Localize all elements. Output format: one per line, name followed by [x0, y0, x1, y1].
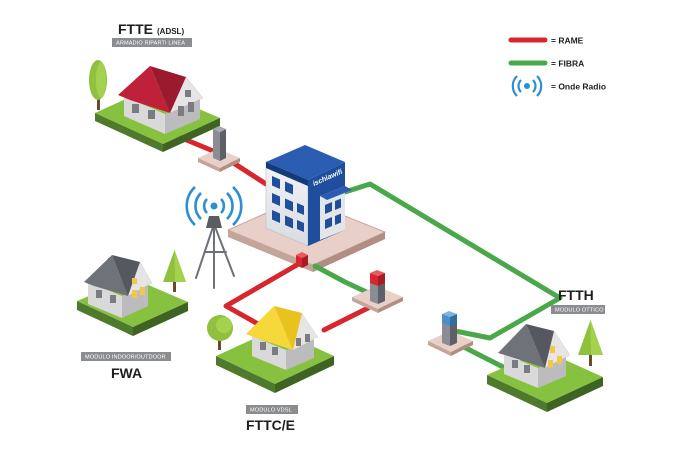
legend: = RAME = FIBRA = Onde Radio	[508, 36, 606, 97]
ftth-title: FTTH	[558, 287, 594, 303]
legend-copper-label: = RAME	[551, 36, 584, 46]
fwa-node: MODULO INDOOR/OUTDOOR FWA	[77, 250, 188, 381]
tree-icon	[578, 320, 603, 366]
fttc-node: MODULO VDSL FTTC/E	[207, 306, 334, 433]
tree-icon	[163, 250, 186, 292]
legend-radio-label: = Onde Radio	[551, 82, 606, 92]
central-building-icon: ischiawifi	[265, 145, 352, 247]
cabinet-icon	[352, 270, 403, 313]
junction-box-icon	[296, 252, 308, 268]
fttc-tag-label: MODULO VDSL	[250, 408, 292, 414]
house-icon	[246, 306, 318, 370]
radio-tower-icon	[195, 223, 235, 289]
ftth-cabinet	[428, 311, 473, 356]
ftth-node: FTTH MODULO OTTICO	[487, 287, 605, 412]
cabinet-icon	[428, 311, 473, 356]
ftte-title: FTTE	[118, 21, 153, 37]
ftth-tag-label: MODULO OTTICO	[555, 308, 604, 314]
radio-waves-icon	[511, 75, 543, 97]
fwa-tag	[81, 352, 171, 361]
ftte-tag	[112, 38, 192, 47]
ftte-node: FTTE (ADSL) ARMADIO RIPARTI LINEA	[89, 21, 220, 152]
fwa-tag-label: MODULO INDOOR/OUTDOOR	[85, 355, 166, 361]
copper-line-fttc-2	[321, 305, 371, 333]
tree-icon	[89, 60, 107, 110]
house-icon	[118, 66, 203, 134]
house-icon	[498, 324, 570, 388]
fiber-line-ftth	[342, 181, 563, 341]
ftte-tag-label: ARMADIO RIPARTI LINEA	[116, 41, 185, 47]
fttc-title: FTTC/E	[246, 417, 295, 433]
ftte-title-suffix: (ADSL)	[157, 27, 184, 36]
fwa-title: FWA	[111, 365, 142, 381]
ftth-tag	[551, 305, 605, 314]
tree-icon	[207, 315, 233, 350]
legend-fiber-label: = FIBRA	[551, 59, 584, 69]
tower-radio-waves-icon	[185, 186, 243, 226]
house-icon	[84, 255, 152, 318]
cabinet-icon	[198, 126, 240, 172]
fttc-tag	[246, 405, 298, 414]
